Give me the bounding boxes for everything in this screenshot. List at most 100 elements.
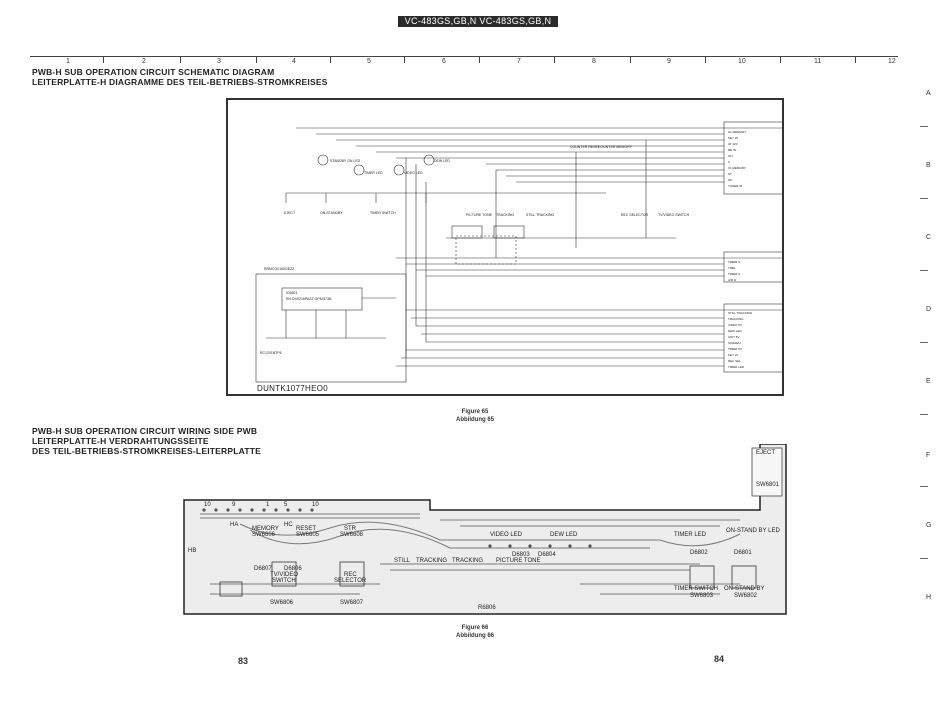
switch-label: REC SELECTOR xyxy=(621,213,649,217)
grid-tick xyxy=(256,56,257,63)
pin-label: 1 xyxy=(266,502,270,508)
eject-label: EJECT xyxy=(756,450,775,456)
connector-hc-label: HC xyxy=(284,522,293,528)
grid-row-label: C xyxy=(926,234,932,241)
schematic-title: PWB-H SUB OPERATION CIRCUIT SCHEMATIC DI… xyxy=(32,67,328,87)
sw6605-label: SW6605 xyxy=(296,532,320,538)
video-led-label: VIDEO LED xyxy=(490,532,523,538)
grid-row-label: H xyxy=(926,594,932,601)
grid-column-label: 3 xyxy=(217,58,221,65)
wiring-title-de1: LEITERPLATTE-H VERDRAHTUNGSSEITE xyxy=(32,436,209,446)
led-label: VIDEO LED xyxy=(404,171,423,175)
selector-label: SELECTOR xyxy=(334,578,367,584)
d6801-label: D6801 xyxy=(734,550,752,556)
schematic-title-de: LEITERPLATTE-H DIAGRAMME DES TEIL-BETRIE… xyxy=(32,77,328,87)
connector-pin-label: V xyxy=(728,160,730,164)
grid-column-label: 1 xyxy=(66,58,70,65)
connector-pin-label: STILL TRACKING xyxy=(728,311,753,315)
connector-pin-label: TIMER S xyxy=(728,272,740,276)
schematic-diagram: STANDBY ON LED TIMER LED VIDEO LED DEW L… xyxy=(255,121,784,383)
grid-column-label: 11 xyxy=(814,58,822,65)
figure-65-caption: Figure 65 Abbildung 65 xyxy=(440,408,510,424)
figure-66-en: Figure 66 xyxy=(461,625,489,631)
sw6608-label: SW6608 xyxy=(340,532,364,538)
grid-column-label: 4 xyxy=(292,58,296,65)
model-badge: VC-483GS,GB,N VC-483GS,GB,N xyxy=(398,16,558,27)
connector-pin-label: TIMER S xyxy=(728,260,740,264)
grid-row-label: D xyxy=(926,306,932,313)
connector-pin-label: RE IN xyxy=(728,148,736,152)
sw6606-label: SW6606 xyxy=(252,532,276,538)
grid-tick xyxy=(920,558,928,559)
str-label: STR xyxy=(344,526,357,532)
pin-label: 5 xyxy=(284,502,288,508)
grid-tick xyxy=(920,270,928,271)
connector-pin-label: ST xyxy=(728,172,732,176)
switch-label: TIMER SWITCH xyxy=(370,211,396,215)
grid-row-label: E xyxy=(926,378,931,385)
grid-row-label: A xyxy=(926,90,931,97)
grid-tick xyxy=(920,198,928,199)
connector-pin-label: TUNER IN xyxy=(728,184,742,188)
connector-pin-label: TRACKING xyxy=(728,317,744,321)
rec-label: REC xyxy=(344,572,357,578)
led-label: TIMER LED xyxy=(364,171,383,175)
grid-tick xyxy=(330,56,331,63)
switch-label: PICTURE TONE xyxy=(466,213,493,217)
grid-tick xyxy=(855,56,856,63)
d6806-label: D6806 xyxy=(284,566,302,572)
grid-tick xyxy=(920,486,928,487)
resistor-part: RC1201BTP6 xyxy=(260,351,282,355)
ic-block-code: RRMCG0160GEZZ xyxy=(264,267,295,271)
sw6806-label: SW6806 xyxy=(270,600,294,606)
connector-pin-label: AT 12V xyxy=(728,142,738,146)
grid-tick xyxy=(180,56,181,63)
connector-hb-label: HB xyxy=(188,548,196,554)
figure-65-de: Abbildung 65 xyxy=(456,417,494,423)
still-label: STILL xyxy=(394,558,411,564)
grid-tick xyxy=(780,56,781,63)
connector-pin-label: UNIT 5V xyxy=(728,335,739,339)
switch-label: EJECT xyxy=(284,211,296,215)
pwb-code: DUNTK1077HEO0 xyxy=(257,384,329,393)
pin-label: 10 xyxy=(312,502,319,508)
led-label: DEW LED xyxy=(434,159,450,163)
grid-tick xyxy=(630,56,631,63)
page-number-right: 84 xyxy=(714,654,725,664)
reset-label: RESET xyxy=(296,526,316,532)
connector-pin-label: TIMER 5V xyxy=(728,347,742,351)
connector-pin-label: NC xyxy=(728,178,733,182)
grid-tick xyxy=(103,56,104,63)
pin-label: 9 xyxy=(232,502,236,508)
connector-pin-label: ON xyxy=(728,154,733,158)
d6804-label: D6804 xyxy=(538,552,556,558)
wiring-board: 10 9 1 5 10 HA HC HB MEMORY SW6606 RESET… xyxy=(183,444,787,615)
switch-label: TRACKING xyxy=(496,213,514,217)
schematic-frame xyxy=(226,98,784,396)
r6806-label: R6806 xyxy=(478,605,496,611)
connector-pin-label: DEW LED xyxy=(728,329,743,333)
wiring-title: PWB-H SUB OPERATION CIRCUIT WIRING SIDE … xyxy=(32,426,261,456)
grid-tick xyxy=(479,56,480,63)
grid-column-label: 10 xyxy=(738,58,746,65)
figure-66-de: Abbildung 66 xyxy=(456,633,494,639)
d6802-label: D6802 xyxy=(690,550,708,556)
switch-label: COUNTER MEMORY xyxy=(598,145,633,149)
grid-column-label: 12 xyxy=(888,58,896,65)
memory-label: MEMORY xyxy=(252,526,279,532)
connector-pin-label: REC SEL xyxy=(728,359,741,363)
grid-column-label: 7 xyxy=(517,58,521,65)
dew-led-label: DEW LED xyxy=(550,532,578,538)
connector-pin-label: KEY IN xyxy=(728,136,738,140)
grid-ruler xyxy=(30,56,898,65)
grid-tick xyxy=(554,56,555,63)
grid-row-label: B xyxy=(926,162,931,169)
connector-pin-label: VIDEO 5V xyxy=(728,323,742,327)
grid-row-label: G xyxy=(926,522,932,529)
grid-tick xyxy=(705,56,706,63)
switch-label: COUNTER RESET xyxy=(570,145,601,149)
grid-column-label: 2 xyxy=(142,58,146,65)
connector-pin-label: TIME xyxy=(728,266,735,270)
grid-column-label: 9 xyxy=(667,58,671,65)
timer-switch-label: TIMER SWITCH xyxy=(674,586,718,592)
